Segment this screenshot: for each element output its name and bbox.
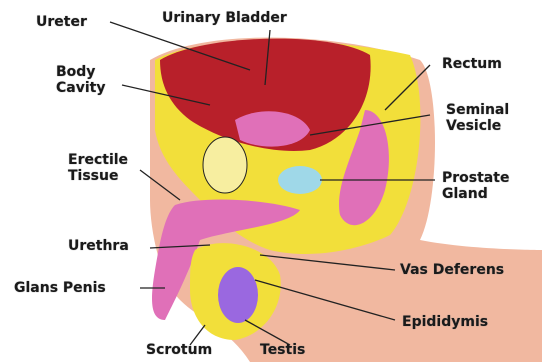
label-body-cavity: Body Cavity [56, 64, 105, 96]
label-prostate-gland-line1: Prostate [442, 170, 509, 186]
label-glans-penis: Glans Penis [14, 280, 106, 296]
label-testis: Testis [260, 342, 305, 358]
label-seminal-vesicle-line1: Seminal [446, 102, 509, 118]
label-seminal-vesicle-line2: Vesicle [446, 118, 509, 134]
body-cavity-shape [203, 137, 247, 193]
label-urinary-bladder: Urinary Bladder [162, 10, 287, 26]
label-body-cavity-line1: Body [56, 64, 105, 80]
label-erectile-tissue-line2: Tissue [68, 168, 128, 184]
label-vas-deferens: Vas Deferens [400, 262, 504, 278]
label-erectile-tissue-line1: Erectile [68, 152, 128, 168]
label-scrotum: Scrotum [146, 342, 212, 358]
label-body-cavity-line2: Cavity [56, 80, 105, 96]
testis-shape [218, 267, 258, 323]
label-prostate-gland: Prostate Gland [442, 170, 509, 202]
label-urethra: Urethra [68, 238, 129, 254]
label-prostate-gland-line2: Gland [442, 186, 509, 202]
label-seminal-vesicle: Seminal Vesicle [446, 102, 509, 134]
prostate-shape [278, 166, 322, 194]
label-erectile-tissue: Erectile Tissue [68, 152, 128, 184]
label-ureter: Ureter [36, 14, 87, 30]
label-rectum: Rectum [442, 56, 502, 72]
label-epididymis: Epididymis [402, 314, 488, 330]
